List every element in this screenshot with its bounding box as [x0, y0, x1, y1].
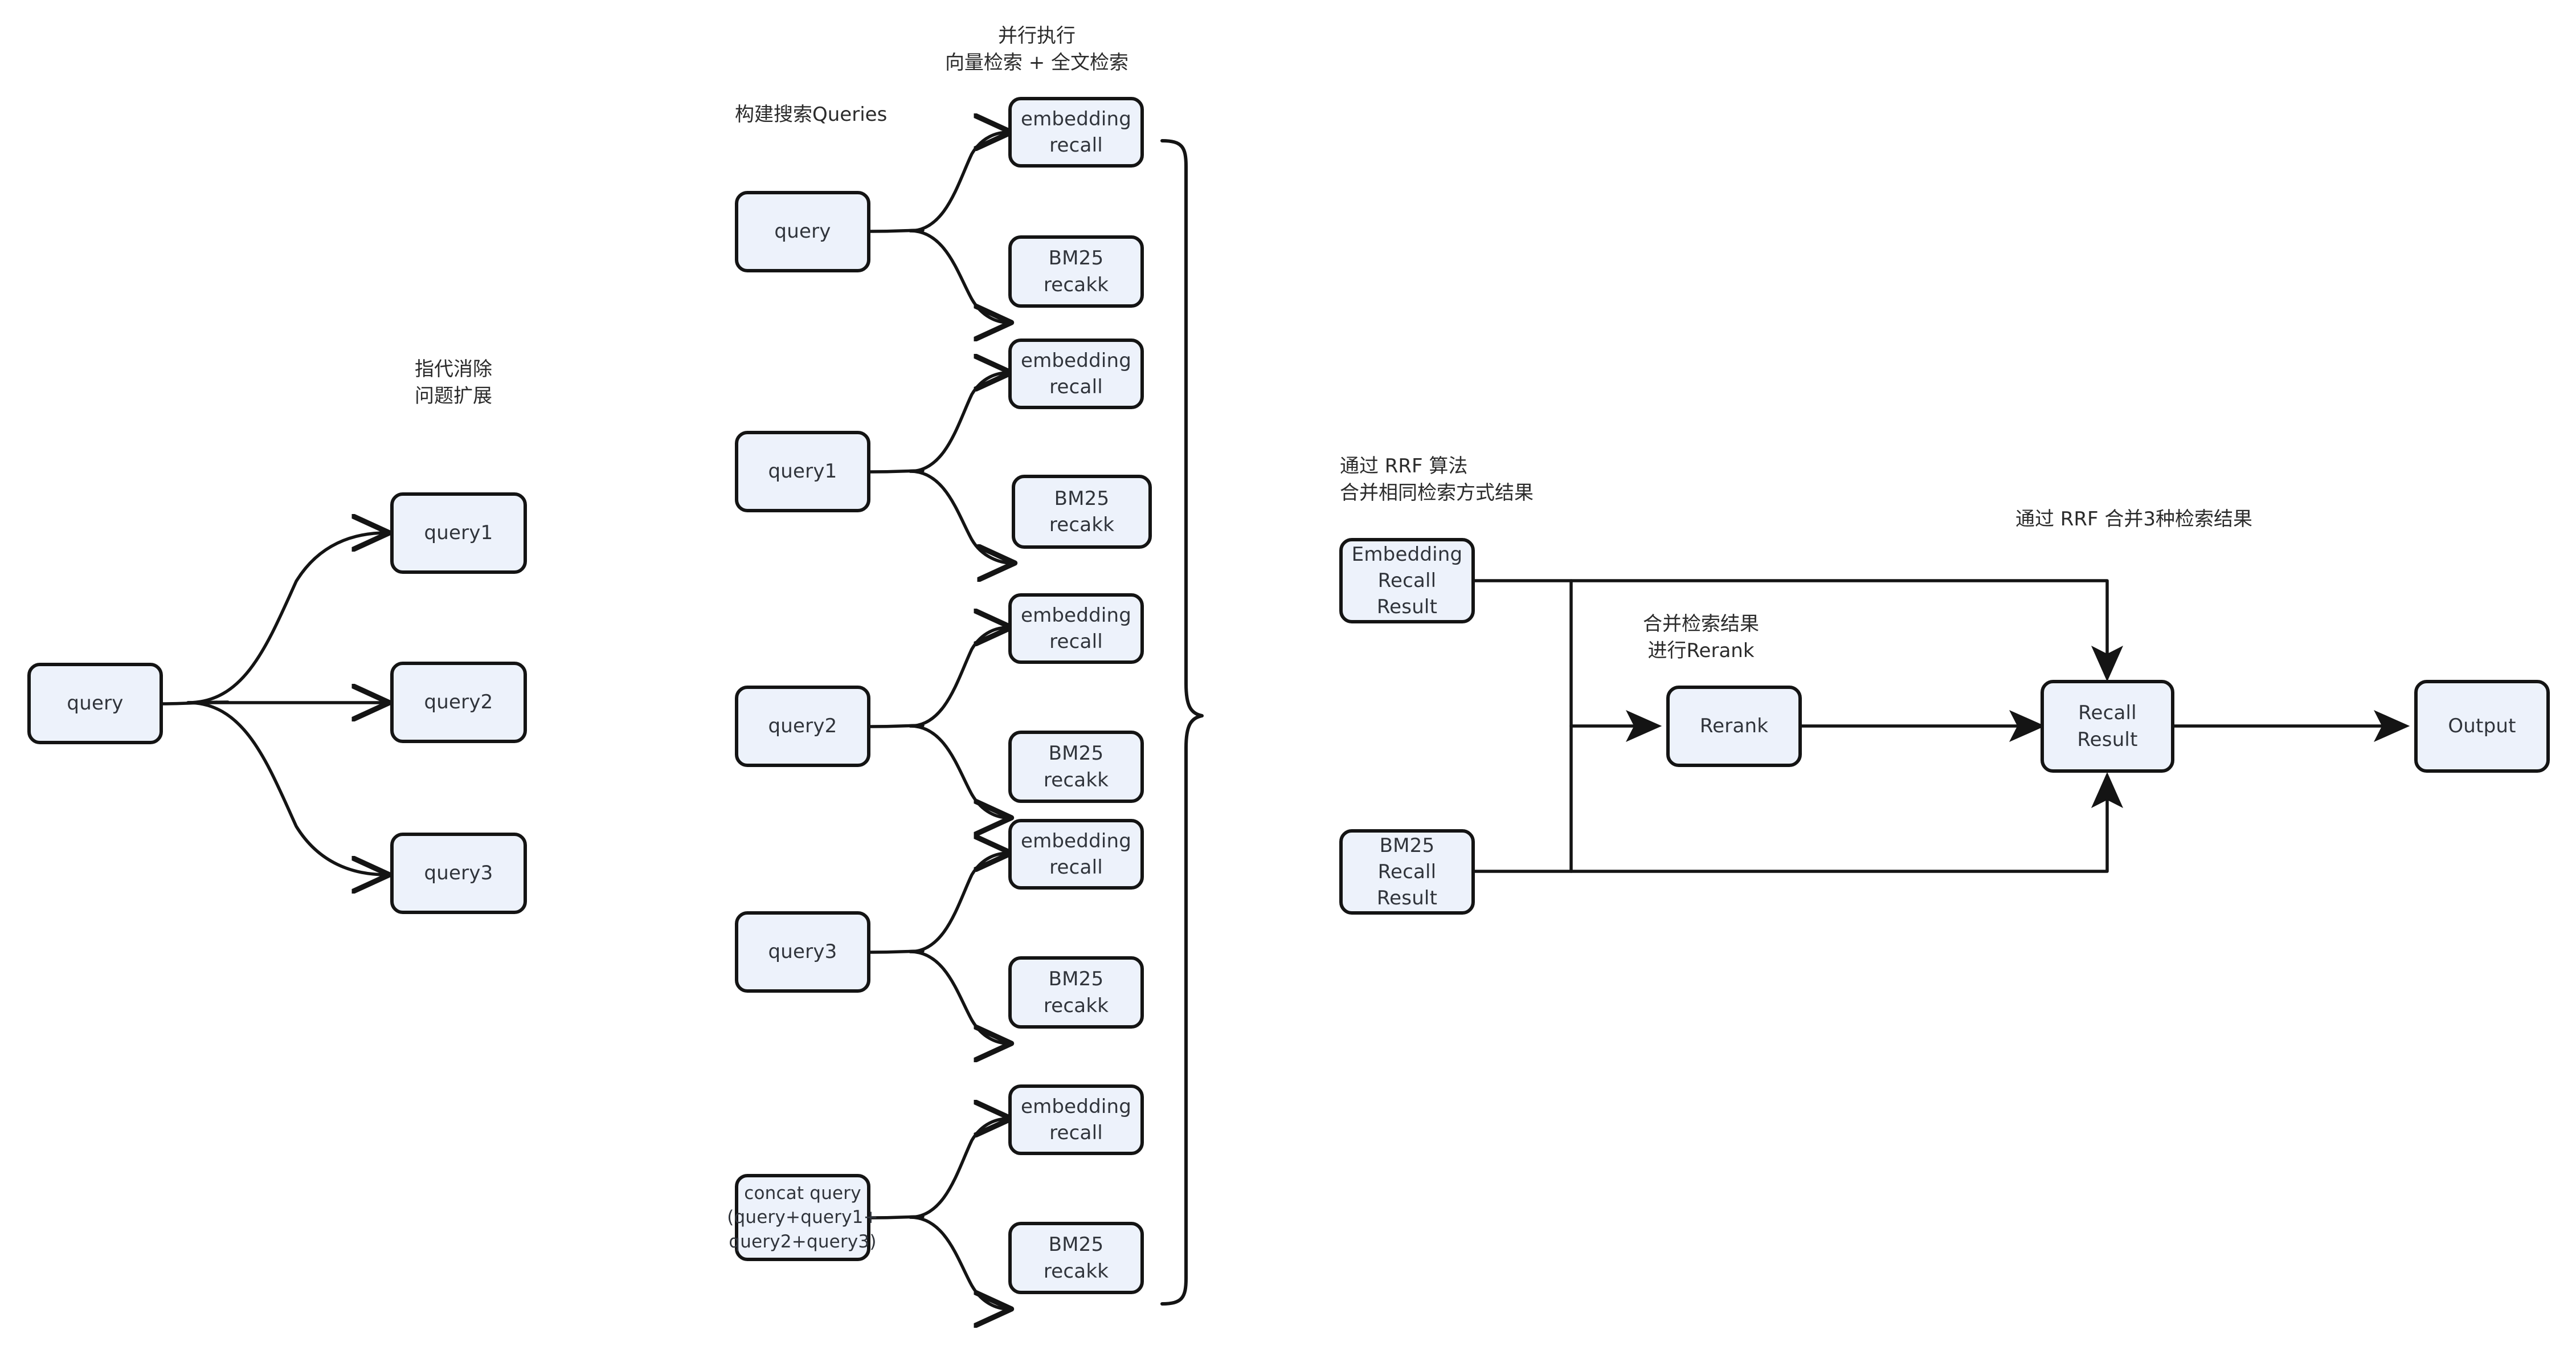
- node-stage2-embedding-recall-2[interactable]: embedding recall: [1008, 593, 1144, 664]
- node-bm25-recall-result[interactable]: BM25 Recall Result: [1339, 829, 1475, 915]
- node-stage2-bm25-recall-1[interactable]: BM25 recakk: [1012, 475, 1152, 549]
- node-query1-expansion[interactable]: query1: [390, 492, 527, 574]
- node-stage2-concat-query[interactable]: concat query (query+query1+ query2+query…: [727, 1174, 878, 1261]
- node-stage2-embedding-recall-0[interactable]: embedding recall: [1008, 97, 1144, 168]
- node-stage2-query-1[interactable]: query1: [735, 431, 870, 512]
- node-query2-expansion[interactable]: query2: [390, 662, 527, 743]
- node-rerank[interactable]: Rerank: [1666, 686, 1802, 767]
- node-stage2-query-3[interactable]: query3: [735, 911, 870, 993]
- node-query-source[interactable]: query: [27, 663, 163, 744]
- note-rrf-three: 通过 RRF 合并3种检索结果: [2015, 508, 2253, 531]
- note-rrf-same-method: 通过 RRF 算法 合并相同检索方式结果: [1340, 455, 1534, 504]
- node-embedding-recall-result[interactable]: Embedding Recall Result: [1339, 538, 1475, 623]
- node-stage2-embedding-recall-1[interactable]: embedding recall: [1008, 338, 1144, 409]
- node-stage2-bm25-recall-4[interactable]: BM25 recakk: [1008, 1222, 1144, 1294]
- node-stage2-query-2[interactable]: query2: [735, 686, 870, 767]
- note-parallel-exec: 并行执行 向量检索 + 全文检索: [944, 25, 1129, 74]
- node-stage2-bm25-recall-0[interactable]: BM25 recakk: [1008, 235, 1144, 308]
- node-stage2-bm25-recall-3[interactable]: BM25 recakk: [1008, 956, 1144, 1029]
- node-stage2-embedding-recall-4[interactable]: embedding recall: [1008, 1084, 1144, 1155]
- node-stage2-query-0[interactable]: query: [735, 191, 870, 272]
- note-merge-rerank: 合并检索结果 进行Rerank: [1643, 613, 1759, 662]
- node-query3-expansion[interactable]: query3: [390, 833, 527, 914]
- node-stage2-embedding-recall-3[interactable]: embedding recall: [1008, 819, 1144, 890]
- note-build-queries: 构建搜索Queries: [735, 103, 888, 126]
- node-stage2-bm25-recall-2[interactable]: BM25 recakk: [1008, 731, 1144, 803]
- note-coref-expand: 指代消除 问题扩展: [415, 358, 492, 407]
- node-recall-result[interactable]: Recall Result: [2041, 680, 2174, 773]
- node-output[interactable]: Output: [2414, 680, 2550, 773]
